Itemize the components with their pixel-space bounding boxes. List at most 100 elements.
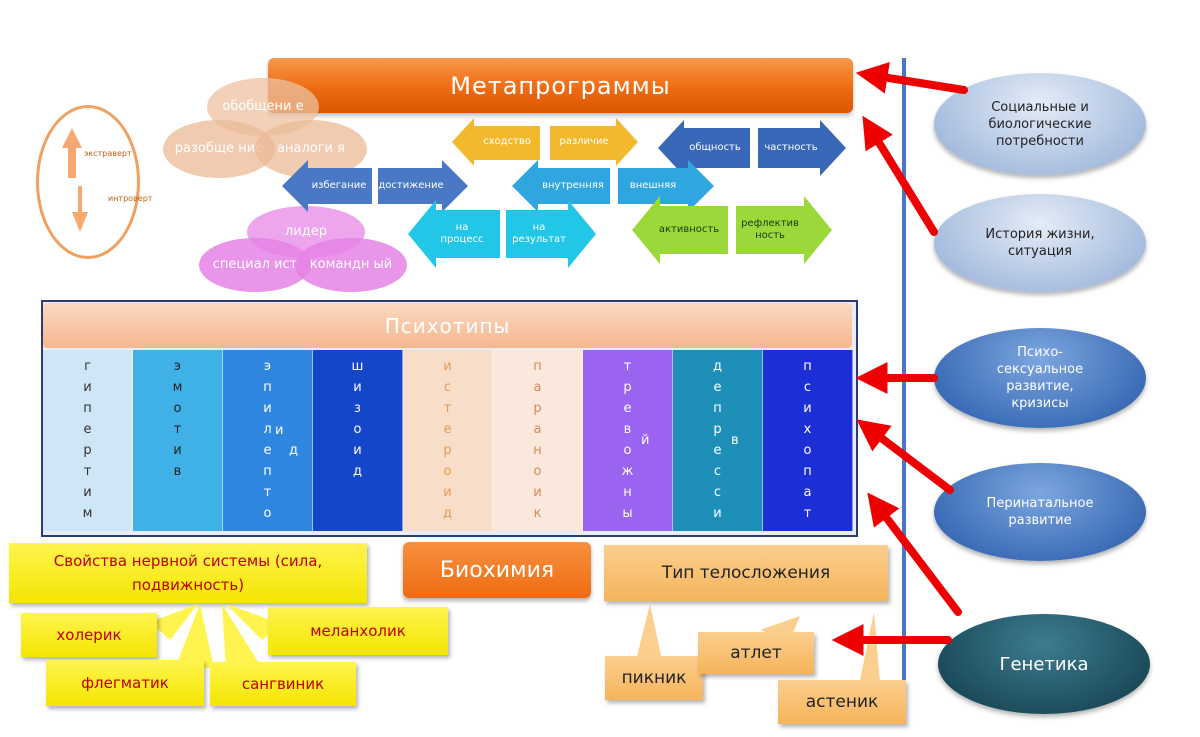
psychotype-letter: р: [713, 422, 722, 437]
red-arrow-2: [862, 115, 938, 236]
psychotype-letter: п: [803, 359, 812, 374]
arrow-process-label: на процесс: [440, 222, 484, 245]
psychotype-letter: с: [713, 464, 722, 479]
psychotype-letter: и: [443, 359, 452, 374]
arrow-particularity-label: частность: [764, 142, 818, 153]
psychotype-extra-letter: д: [289, 443, 298, 458]
arrow-achievement-shape: [378, 160, 468, 212]
psychotype-letter: о: [443, 464, 452, 479]
psychotype-letter: т: [83, 464, 92, 479]
psychotype-letter: в: [623, 422, 632, 437]
red-arrow-5: [867, 492, 962, 616]
arrow-activity-shape: [632, 196, 728, 264]
psychotype-extra-letter: и: [275, 423, 284, 438]
psychotype-letter: р: [443, 443, 452, 458]
psychotype-letter: е: [83, 422, 92, 437]
arrow-internal-label: внутренняя: [542, 180, 604, 191]
factor-perinatal: Перинатальное развитие: [934, 463, 1146, 561]
arrow-particularity-shape: [758, 120, 846, 176]
psychotype-letter: п: [263, 380, 272, 395]
type-melancholic: меланхолик: [268, 607, 448, 655]
psychotype-letter: и: [803, 401, 812, 416]
extravert-label: экстраверт: [84, 149, 132, 158]
red-arrow-1: [855, 61, 968, 94]
psychotype-letter: о: [803, 443, 812, 458]
psychotype-letter: а: [533, 380, 542, 395]
arrow-result-label: на результат: [512, 222, 566, 245]
psychotype-letter: н: [533, 443, 542, 458]
arrow-external-shape: [618, 160, 714, 212]
psychotype-letter: и: [353, 380, 362, 395]
psychotype-letter: и: [443, 485, 452, 500]
type-asthenic: астеник: [778, 680, 906, 724]
extravert-introvert-circle: [36, 105, 140, 259]
psychotype-letter: ш: [351, 359, 364, 374]
psychotype-letter: п: [533, 359, 542, 374]
factor-social-needs: Социальные и биологические потребности: [934, 73, 1146, 175]
psychotype-letter: э: [263, 359, 272, 374]
type-phlegmatic: флегматик: [46, 660, 204, 706]
type-athlete: атлет: [698, 632, 814, 674]
body-type-box: Тип телосложения: [604, 545, 888, 601]
psychotype-letter: а: [533, 422, 542, 437]
introvert-label: интроверт: [108, 194, 153, 203]
arrow-external-label: внешняя: [629, 180, 677, 191]
psychotype-letter: р: [83, 443, 92, 458]
arrow-difference-shape: [550, 118, 638, 166]
psychotype-letter: т: [803, 506, 812, 521]
psychotype-letter: т: [173, 422, 182, 437]
psychotype-letter: е: [263, 443, 272, 458]
psychotype-letter: и: [263, 401, 272, 416]
arrow-internal-shape: [512, 160, 610, 212]
psychotype-letter: о: [173, 401, 182, 416]
psychotype-letter: п: [263, 464, 272, 479]
psychotype-extra-letter: в: [731, 433, 739, 448]
arrow-avoidance-shape: [282, 160, 372, 212]
psychotype-letter: м: [82, 506, 93, 521]
psychotype-letter: з: [354, 401, 361, 416]
psychotypes-title: Психотипы: [43, 303, 852, 348]
psychotype-letter: т: [443, 401, 452, 416]
psychotype-letter: и: [83, 380, 92, 395]
psychotype-letter: с: [803, 380, 812, 395]
psychotype-letter: и: [533, 485, 542, 500]
psychotype-letter: е: [713, 380, 722, 395]
psychotype-letter: н: [623, 485, 632, 500]
psychotype-letter: г: [84, 359, 91, 374]
psychotype-letter: а: [803, 485, 812, 500]
psychotype-letter: е: [443, 422, 452, 437]
arrow-difference-label: различие: [559, 136, 609, 147]
psychotype-extra-letter: й: [641, 433, 650, 448]
nervous-system-box: Свойства нервной системы (сила, подвижно…: [9, 543, 367, 603]
psychotype-letter: м: [172, 380, 183, 395]
factor-life-history: История жизни, ситуация: [934, 194, 1146, 292]
arrow-similarity-shape: [452, 118, 540, 166]
type-choleric: холерик: [21, 613, 157, 657]
arrow-generality-label: общность: [689, 142, 741, 153]
psychotype-letter: к: [533, 506, 542, 521]
type-sanguine: сангвиник: [210, 662, 356, 706]
psychotype-letter: е: [713, 443, 722, 458]
psychotype-letter: т: [623, 359, 632, 374]
psychotype-letter: д: [443, 506, 452, 521]
biochemistry-box: Биохимия: [403, 542, 591, 598]
factor-psychosexual: Психо- сексуальное развитие, кризисы: [934, 328, 1146, 428]
arrow-avoidance-label: избегание: [311, 180, 367, 191]
psychotype-letter: э: [173, 359, 182, 374]
psychotype-letter: п: [803, 464, 812, 479]
psychotype-letter: и: [173, 443, 182, 458]
arrow-process-shape: [408, 200, 500, 268]
psychotype-letter: и: [83, 485, 92, 500]
psychotype-letter: в: [173, 464, 182, 479]
psychotype-letter: х: [803, 422, 812, 437]
arrow-similarity-label: сходство: [483, 136, 531, 147]
